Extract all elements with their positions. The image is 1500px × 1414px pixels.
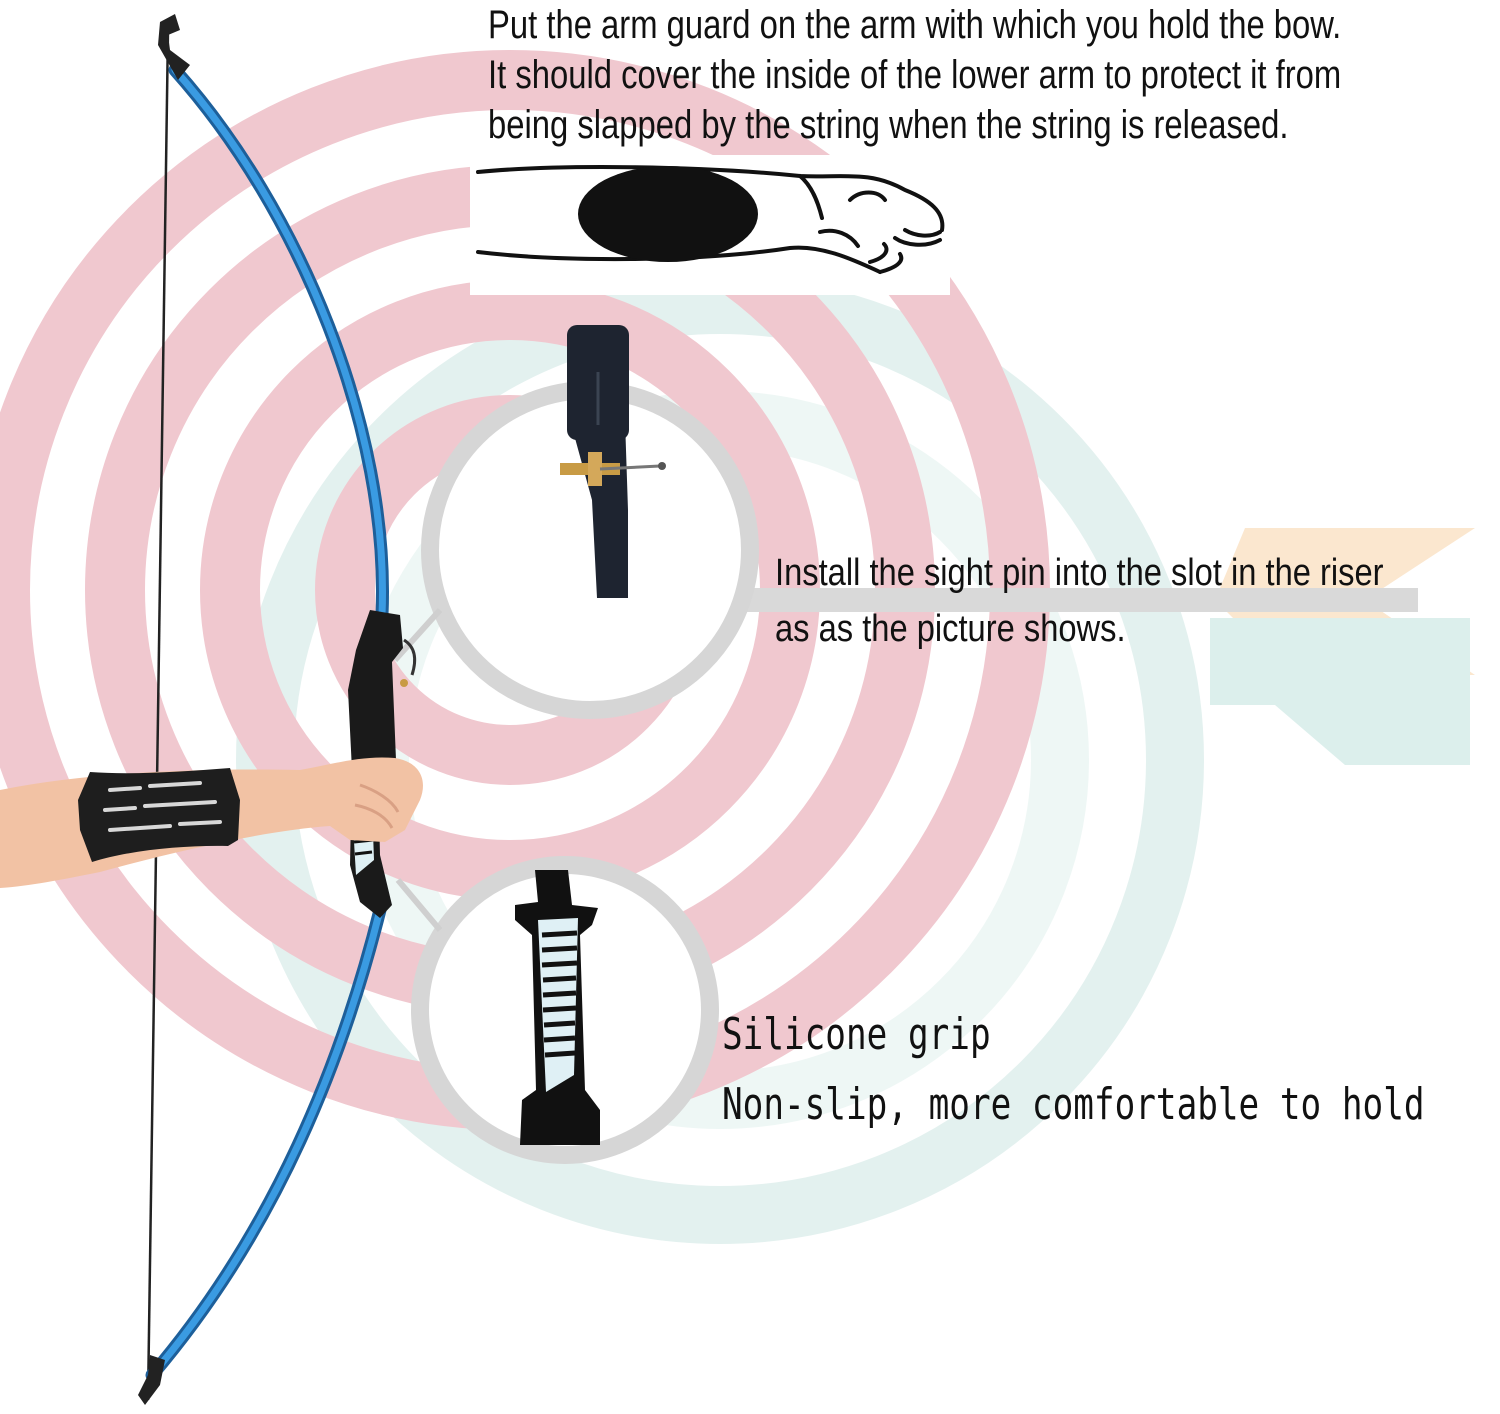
grip-caption-detail: Non-slip, more comfortable to hold [722, 1079, 1425, 1130]
bow-tip-top [158, 14, 190, 80]
arrow-fletch-teal [1210, 618, 1470, 765]
sight-pin-magnifier [421, 325, 759, 719]
bow-string [146, 29, 170, 1401]
sight-pin-instruction-line-1: Install the sight pin into the slot in t… [775, 552, 1384, 594]
sight-pin-instruction: Install the sight pin into the slot in t… [775, 545, 1429, 657]
arm-guard-diagram [476, 165, 945, 274]
grip-caption: Silicone grip Non-slip, more comfortable… [722, 1000, 1447, 1140]
arm-guard-instruction-line-2: It should cover the inside of the lower … [488, 53, 1342, 97]
magnifier-connectors [392, 607, 443, 932]
bow-tip-bottom [138, 1355, 165, 1405]
arm-guard-icon [78, 768, 240, 862]
arm-guard-instruction: Put the arm guard on the arm with which … [488, 0, 1456, 150]
archer-arm [0, 757, 423, 888]
arrow-graphic [740, 528, 1475, 765]
grip-magnifier [411, 856, 719, 1164]
arrow-shaft [740, 588, 1418, 612]
grip-caption-title: Silicone grip [722, 1009, 991, 1060]
arm-guard-instruction-line-1: Put the arm guard on the arm with which … [488, 3, 1342, 47]
sight-pin-instruction-line-2: as as the picture shows. [775, 608, 1126, 650]
arm-guard-instruction-line-3: being slapped by the string when the str… [488, 103, 1289, 147]
